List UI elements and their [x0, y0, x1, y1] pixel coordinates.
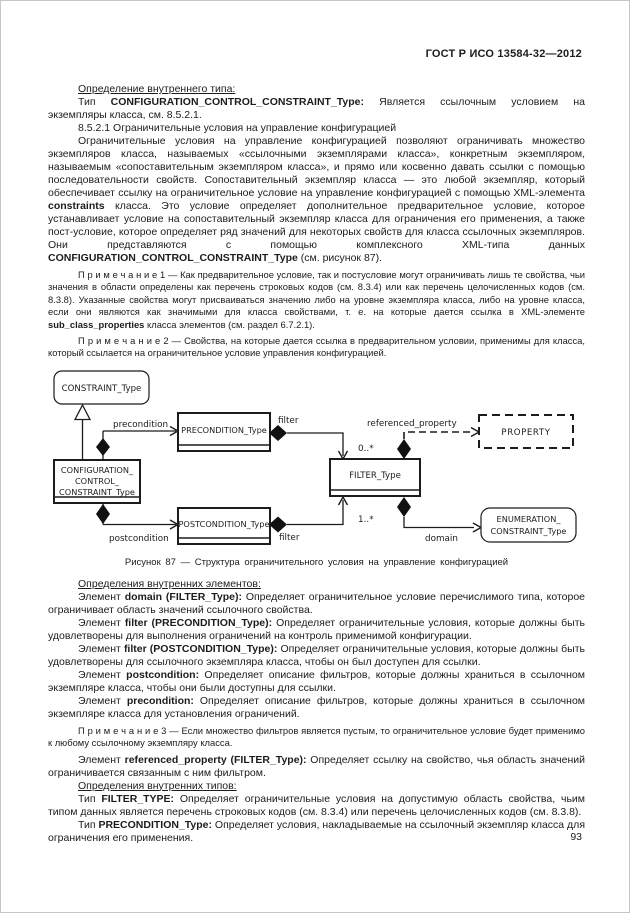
section-heading: Определение внутреннего типа:	[78, 83, 236, 95]
referenced-property-connector: referenced_property	[367, 419, 481, 459]
paragraph: Элемент filter (POSTCONDITION_Type): Опр…	[48, 642, 585, 668]
section-heading: Определения внутренних элементов:	[78, 577, 261, 590]
configuration-label-line3: CONSTRAINT_Type	[59, 487, 135, 497]
section-heading: Определения внутренних типов:	[78, 779, 237, 792]
filter-top-connector: filter 0..*	[269, 416, 374, 461]
uml-class-postcondition-type: POSTCONDITION_Type	[177, 506, 271, 545]
aggregation-diamond-icon	[397, 496, 411, 517]
paragraph: Тип CONFIGURATION_CONTROL_CONSTRAINT_Typ…	[48, 96, 586, 121]
page-number: 93	[570, 831, 582, 843]
filter-type-label: FILTER_Type	[349, 471, 401, 481]
filter-role-label-top: filter	[278, 416, 299, 426]
note-paragraph: П р и м е ч а н и е 2 — Свойства, на кот…	[48, 335, 585, 359]
uml-class-configuration-control-constraint-type: CONFIGURATION_ CONTROL_ CONSTRAINT_Type	[53, 458, 141, 504]
aggregation-diamond-icon	[269, 424, 287, 441]
configuration-label-line1: CONFIGURATION_	[61, 465, 134, 475]
paragraph: Элемент referenced_property (FILTER_Type…	[48, 753, 585, 779]
filter-role-label-bottom: filter	[279, 533, 300, 543]
note-paragraph: П р и м е ч а н и е 3 — Если множество ф…	[48, 724, 585, 749]
document-body: Определение внутреннего типа:Тип CONFIGU…	[48, 83, 585, 845]
arrowhead-icon	[337, 495, 349, 506]
multiplicity-label-bottom: 1..*	[358, 515, 374, 525]
figure-87-diagram: CONSTRAINT_Type CONFIGURATION_ CONTROL_ …	[53, 370, 577, 545]
configuration-label-line2: CONTROL_	[75, 476, 120, 486]
paragraph: Элемент domain (FILTER_Type): Определяет…	[48, 590, 586, 616]
referenced-property-role-label: referenced_property	[367, 419, 457, 429]
aggregation-diamond-icon	[269, 516, 287, 533]
precondition-role-label: precondition	[113, 420, 168, 430]
enumeration-label-line2: CONSTRAINT_Type	[491, 526, 567, 536]
uml-class-enumeration-constraint-type: ENUMERATION_ CONSTRAINT_Type	[480, 507, 577, 543]
constraint-type-label: CONSTRAINT_Type	[62, 384, 142, 394]
domain-connector: domain	[397, 496, 483, 544]
precondition-type-label: PRECONDITION_Type	[181, 425, 267, 435]
text-after-figure: Определения внутренних элементов:Элемент…	[48, 578, 585, 845]
precondition-connector: precondition	[96, 420, 180, 460]
aggregation-diamond-icon	[96, 503, 110, 524]
figure-87: CONSTRAINT_Type CONFIGURATION_ CONTROL_ …	[48, 366, 585, 569]
paragraph: Элемент postcondition: Определяет описан…	[48, 668, 585, 694]
enumeration-label-line1: ENUMERATION_	[497, 514, 562, 524]
text-before-figure: Определение внутреннего типа:Тип CONFIGU…	[48, 83, 585, 360]
paragraph: Элемент filter (PRECONDITION_Type): Опре…	[48, 616, 585, 642]
paragraph: Тип PRECONDITION_Type: Определяет услови…	[48, 818, 585, 844]
arrowhead-icon	[470, 426, 481, 437]
paragraph: Тип FILTER_TYPE: Определяет ограничитель…	[48, 792, 585, 818]
uml-class-precondition-type: PRECONDITION_Type	[177, 411, 271, 452]
postcondition-type-label: POSTCONDITION_Type	[179, 519, 270, 529]
aggregation-diamond-icon	[96, 437, 110, 456]
aggregation-diamond-icon	[397, 438, 411, 459]
paragraph: Элемент precondition: Определяет описани…	[48, 694, 586, 720]
page-header-standard-ref: ГОСТ Р ИСО 13584-32—2012	[425, 48, 582, 60]
multiplicity-label-top: 0..*	[358, 444, 374, 454]
paragraph: 8.5.2.1 Ограничительные условия на управ…	[78, 122, 397, 134]
domain-role-label: domain	[425, 534, 458, 544]
uml-class-property: PROPERTY	[478, 413, 574, 449]
uml-class-constraint-type: CONSTRAINT_Type	[53, 370, 150, 405]
uml-class-filter-type: FILTER_Type	[329, 457, 421, 497]
postcondition-connector: postcondition	[96, 502, 180, 544]
figure-caption: Рисунок 87 — Структура ограничительного …	[124, 556, 509, 568]
inheritance-triangle-icon	[73, 403, 92, 460]
postcondition-role-label: postcondition	[109, 534, 169, 544]
filter-bottom-connector: filter 1..*	[269, 495, 374, 543]
note-paragraph: П р и м е ч а н и е 1 — Как предваритель…	[48, 269, 585, 330]
property-label: PROPERTY	[501, 428, 550, 438]
arrowhead-icon	[472, 522, 483, 533]
paragraph: Ограничительные условия на управление ко…	[48, 135, 585, 264]
